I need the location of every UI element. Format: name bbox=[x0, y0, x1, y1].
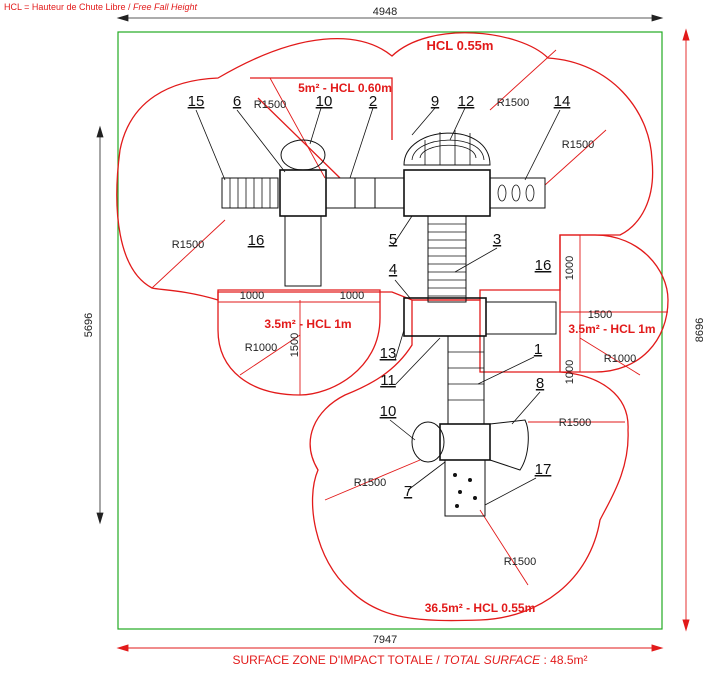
zone-label-bottom: 36.5m² - HCL 0.55m bbox=[425, 601, 536, 615]
legend-text: HCL = Hauteur de Chute Libre / Free Fall… bbox=[4, 2, 198, 12]
zone-label-left: 3.5m² - HCL 1m bbox=[264, 317, 351, 331]
zone-label-top: HCL 0.55m bbox=[427, 38, 494, 53]
leader-3 bbox=[454, 247, 498, 273]
platform-4 bbox=[403, 297, 487, 337]
leader-6 bbox=[236, 109, 286, 173]
radius-leader-3 bbox=[544, 129, 607, 186]
roof-10-bottom bbox=[411, 421, 445, 463]
radius-leader-8 bbox=[324, 459, 421, 501]
walkway-2 bbox=[325, 177, 405, 209]
part-label-10-bottom: 10 bbox=[380, 403, 397, 420]
leader-8 bbox=[511, 391, 541, 425]
climbing-wall-17 bbox=[444, 459, 486, 517]
part-label-8: 8 bbox=[536, 375, 544, 392]
slide-16-left bbox=[284, 215, 322, 287]
tower-3 bbox=[439, 423, 491, 461]
zone-divider-upper bbox=[257, 97, 341, 179]
leader-1 bbox=[477, 356, 535, 385]
part-label-17: 17 bbox=[535, 461, 552, 478]
dimension-right bbox=[682, 28, 690, 632]
leader-14 bbox=[524, 109, 561, 181]
radius-leader-5 bbox=[239, 334, 301, 376]
small-dim-1000-b: 1000 bbox=[340, 290, 364, 302]
radius-label-5: R1000 bbox=[245, 342, 277, 354]
part-label-14: 14 bbox=[554, 93, 571, 110]
footer-surface: SURFACE ZONE D'IMPACT TOTALE / TOTAL SUR… bbox=[232, 653, 587, 667]
part-label-16-right: 16 bbox=[535, 257, 552, 274]
part-label-6: 6 bbox=[233, 93, 241, 110]
zone-label-upper-small: 5m² - HCL 0.60m bbox=[298, 81, 392, 95]
radius-leader-2 bbox=[489, 49, 557, 111]
small-dim-1000-c: 1000 bbox=[564, 256, 576, 280]
radius-label-1: R1500 bbox=[254, 99, 286, 111]
dimension-top bbox=[116, 14, 664, 22]
radius-label-3: R1500 bbox=[562, 139, 594, 151]
dim-right-label: 8696 bbox=[694, 318, 706, 342]
slide-16-right bbox=[485, 301, 557, 335]
small-dim-1500-left: 1500 bbox=[289, 333, 301, 357]
part-label-7: 7 bbox=[404, 483, 412, 500]
leader-7 bbox=[407, 461, 446, 491]
impact-zone-bottom bbox=[309, 299, 629, 622]
leader-10a bbox=[309, 107, 322, 145]
leader-17 bbox=[484, 477, 537, 506]
tower-1 bbox=[279, 169, 327, 217]
part-label-11: 11 bbox=[380, 372, 396, 389]
small-dim-1000-d: 1000 bbox=[564, 360, 576, 384]
radius-leader-1 bbox=[269, 77, 326, 179]
radius-label-9: R1500 bbox=[504, 556, 536, 568]
part-label-10-top: 10 bbox=[316, 93, 333, 110]
radius-leader-9 bbox=[479, 509, 529, 586]
radius-label-8: R1500 bbox=[354, 477, 386, 489]
leader-11 bbox=[394, 337, 441, 386]
bridge-right bbox=[489, 177, 546, 209]
leader-5 bbox=[392, 215, 413, 246]
roof-9-12 bbox=[403, 132, 491, 166]
dim-top-label: 4948 bbox=[373, 6, 397, 18]
part-label-5: 5 bbox=[389, 231, 397, 248]
dimension-bottom bbox=[116, 644, 664, 652]
part-label-16-left: 16 bbox=[248, 232, 265, 249]
zone-notch-upper bbox=[250, 77, 393, 140]
slide-8 bbox=[489, 419, 529, 471]
radius-label-4: R1500 bbox=[172, 239, 204, 251]
small-dim-1000-a: 1000 bbox=[240, 290, 264, 302]
part-label-13: 13 bbox=[380, 345, 397, 362]
radius-label-6: R1000 bbox=[604, 353, 636, 365]
bridge-left bbox=[221, 177, 279, 209]
part-label-12: 12 bbox=[458, 93, 475, 110]
dimension-left bbox=[96, 125, 104, 525]
part-label-3: 3 bbox=[493, 231, 501, 248]
leader-4 bbox=[394, 279, 411, 299]
leader-13 bbox=[394, 329, 405, 361]
leader-2 bbox=[349, 107, 374, 179]
leader-12 bbox=[449, 107, 466, 141]
part-label-2: 2 bbox=[369, 93, 377, 110]
leader-9 bbox=[411, 107, 436, 136]
radius-leader-4 bbox=[151, 219, 226, 289]
small-dim-1500-right: 1500 bbox=[588, 309, 612, 321]
dim-left-label: 5696 bbox=[83, 313, 95, 337]
part-label-9: 9 bbox=[431, 93, 439, 110]
impact-zone-right bbox=[559, 234, 669, 373]
zone-label-right: 3.5m² - HCL 1m bbox=[568, 322, 655, 336]
leader-10b bbox=[389, 419, 416, 441]
radius-label-2: R1500 bbox=[497, 97, 529, 109]
climber-1 bbox=[447, 335, 485, 425]
roof-10-top bbox=[280, 139, 326, 171]
part-label-4: 4 bbox=[389, 261, 397, 278]
tower-2 bbox=[403, 169, 491, 217]
leader-15 bbox=[195, 109, 226, 181]
dim-bottom-label: 7947 bbox=[373, 634, 397, 646]
radius-label-7: R1500 bbox=[559, 417, 591, 429]
ladder-3 bbox=[427, 215, 467, 303]
radius-leader-6 bbox=[579, 337, 641, 376]
impact-zone-upper bbox=[116, 32, 654, 301]
part-label-15: 15 bbox=[188, 93, 205, 110]
part-label-1: 1 bbox=[534, 341, 542, 358]
